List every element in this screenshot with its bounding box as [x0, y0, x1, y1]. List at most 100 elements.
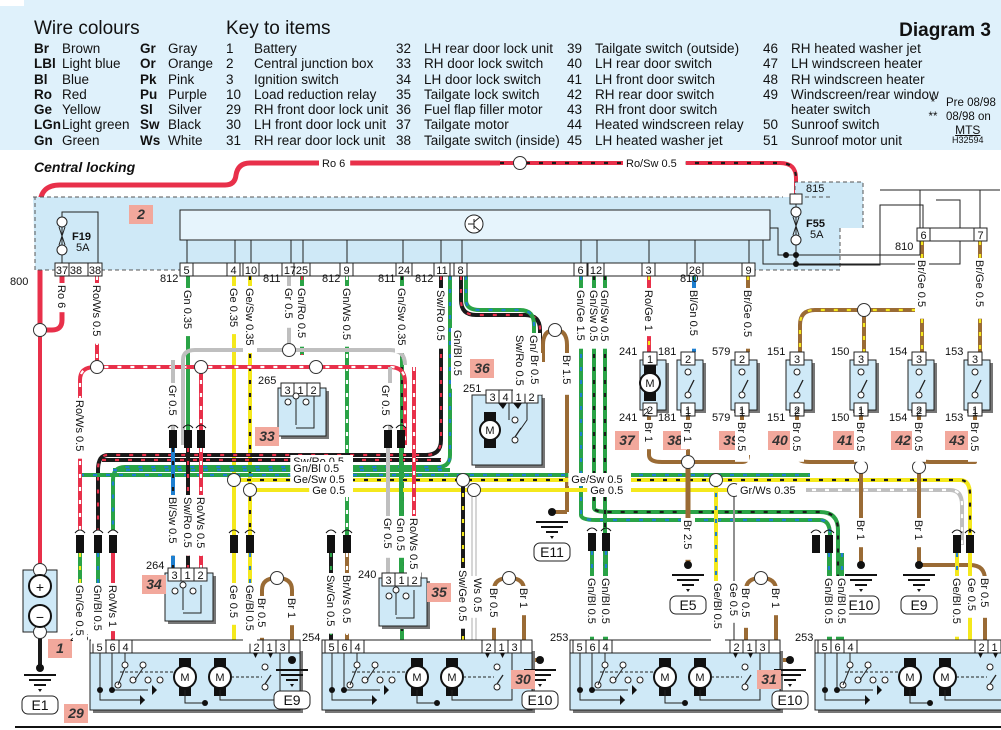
connector-pin — [507, 639, 522, 654]
pin-number: 1 — [515, 392, 521, 404]
earth-label: E11 — [540, 544, 564, 560]
splice-ring — [194, 360, 208, 374]
wire-brloop-1 — [647, 454, 750, 464]
label-bg — [598, 288, 612, 349]
motor-label: M — [215, 672, 224, 684]
splice-ring — [227, 473, 241, 487]
wire-label: Br 1 — [642, 422, 654, 442]
wire-label: Ge 0.5 — [312, 485, 345, 497]
earth-label: E9 — [283, 692, 300, 708]
connector-plug — [76, 535, 84, 553]
pin-number: 7 — [977, 230, 983, 242]
connector-plug — [197, 430, 205, 448]
pin-number: 5 — [183, 265, 189, 277]
item-number: 36 — [474, 360, 490, 376]
key-number: 40 — [567, 56, 583, 72]
label-bg — [741, 288, 755, 349]
connector-id: 579 — [712, 412, 730, 424]
connector-pin — [453, 262, 468, 277]
earth-label: E9 — [910, 597, 927, 613]
connector-id: 240 — [358, 569, 376, 581]
label-bg — [727, 581, 741, 623]
wire-colours-title: Wire colours — [34, 18, 140, 39]
label-bg — [587, 288, 601, 349]
junction-dot — [589, 687, 595, 693]
wire-label: Br 0.5 — [735, 422, 747, 451]
label-bg — [295, 286, 309, 347]
label-bg — [106, 583, 120, 632]
label-bg — [854, 420, 868, 462]
wire-label: Gr 0.5 — [381, 518, 393, 549]
key-name: Fuel flap filler motor — [424, 102, 543, 118]
note-text: 08/98 on — [946, 111, 991, 123]
connector-plug-cap — [964, 529, 976, 534]
connector-pin — [789, 402, 805, 417]
motor-label: M — [485, 425, 494, 437]
motor-icon — [479, 419, 501, 441]
wire-colour-name: Brown — [62, 41, 101, 56]
switch-contact — [601, 661, 609, 669]
pin-number: 2 — [310, 385, 316, 397]
key-number: 36 — [396, 102, 412, 118]
jb-internal-wire — [762, 199, 961, 265]
item-badge — [833, 431, 857, 450]
connector-plug — [953, 535, 961, 553]
fuse-f55 — [790, 234, 802, 246]
wire-colour-code: Ws — [140, 132, 161, 148]
earth-symbol — [538, 684, 542, 687]
switch-contact — [353, 661, 361, 669]
wire-label: Gn 0.35 — [181, 290, 193, 329]
label-bg — [181, 288, 195, 337]
switch-contact — [915, 391, 923, 399]
motor-icon — [898, 665, 922, 689]
switch-contact — [986, 663, 994, 671]
item-number: 30 — [515, 671, 531, 687]
key-title: Key to items — [226, 18, 331, 39]
earth-label: E10 — [778, 692, 803, 708]
label-bg — [599, 576, 613, 637]
connector-plug-cap — [228, 529, 240, 534]
label-bg — [255, 596, 269, 638]
connector-id: 153 — [945, 346, 963, 358]
wire-label: Ge/Sw 0.5 — [571, 474, 622, 486]
item-badge — [470, 359, 494, 378]
junction-dot — [97, 687, 103, 693]
wire-label: Br 1 — [854, 520, 866, 540]
wire-ro6-v — [40, 276, 65, 333]
pin-number: 1 — [184, 570, 190, 582]
wire-label: Br 0.5 — [854, 422, 866, 451]
label-bg — [568, 473, 631, 486]
key-name: heater switch — [791, 102, 871, 118]
earth-label-box — [273, 690, 311, 710]
switch-contact — [793, 391, 801, 399]
item-badge — [757, 670, 781, 689]
switch-arm — [918, 379, 926, 393]
switch-contact — [684, 391, 692, 399]
wire-label: Sw/Gn 0.5 — [324, 575, 336, 626]
switch-contact — [846, 661, 854, 669]
connector-pin — [395, 262, 413, 277]
wire-brloop-3 — [917, 454, 977, 464]
ref-code: H32594 — [952, 135, 984, 145]
wire-colour-code: Pu — [140, 86, 158, 102]
connector-plug — [230, 535, 238, 553]
wire-label: Br 0.5 — [978, 578, 990, 607]
battery-plus-icon — [28, 574, 52, 598]
earth-label-box — [533, 542, 571, 562]
pin-number: 2 — [253, 642, 259, 654]
pin-number: 1 — [685, 407, 691, 419]
wire-label: Gn/Ge 0.5 — [73, 585, 85, 636]
junction-dot — [783, 252, 789, 258]
connector-plug-cap — [325, 529, 337, 534]
switch-contact — [129, 676, 137, 684]
pin-number: 1 — [746, 642, 752, 654]
pin-number: 2 — [978, 642, 984, 654]
